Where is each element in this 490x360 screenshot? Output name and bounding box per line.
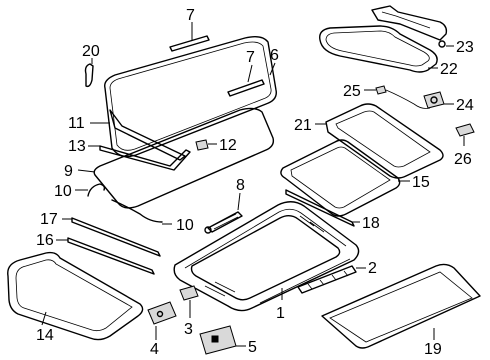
callout-26: 26 (454, 151, 472, 168)
callout-12: 12 (219, 137, 237, 154)
part-26-module (455, 123, 475, 146)
callout-7-top: 7 (186, 7, 195, 24)
part-1-sunroof-frame (173, 201, 360, 312)
callout-16: 16 (36, 232, 54, 249)
part-10-drain-hose-long (111, 199, 172, 225)
part-22-roof-seal (319, 25, 438, 73)
part-13-guide-strip (88, 145, 191, 171)
part-14-glass-panel (7, 251, 144, 341)
part-19-sunshade (321, 263, 481, 349)
part-16-rail (56, 237, 155, 275)
part-7-side-seal-strip (227, 64, 265, 97)
callout-10-short: 10 (54, 183, 72, 200)
part-23-headliner-bracket (371, 5, 454, 48)
part-8-motor (204, 192, 243, 234)
callout-19: 19 (424, 341, 442, 358)
callout-6: 6 (270, 47, 279, 64)
callout-10-long: 10 (176, 217, 194, 234)
callout-17: 17 (40, 211, 58, 228)
callout-labels: 7 20 7 6 11 13 12 9 10 8 10 17 16 18 15 … (36, 7, 474, 358)
callout-15: 15 (412, 174, 430, 191)
callout-3: 3 (184, 321, 193, 338)
part-25-bracket (364, 85, 431, 109)
callout-20: 20 (82, 43, 100, 60)
part-24-motor (423, 91, 454, 109)
callout-24: 24 (456, 97, 474, 114)
callout-25: 25 (343, 83, 361, 100)
callout-21: 21 (294, 117, 312, 134)
part-12-bracket (195, 139, 217, 151)
part-2-deflector-bar (297, 265, 366, 294)
part-18-strip (285, 189, 360, 227)
callout-18: 18 (362, 215, 380, 232)
part-5-control-unit (199, 325, 246, 355)
part-4-mechanism (147, 301, 177, 340)
callout-14: 14 (36, 327, 54, 344)
callout-8: 8 (236, 177, 245, 194)
part-11-guide-strip (90, 109, 186, 161)
callout-7-side: 7 (246, 49, 255, 66)
callout-13: 13 (68, 138, 86, 155)
part-3-link (179, 285, 199, 318)
part-17-rail (62, 217, 161, 257)
callout-2: 2 (368, 260, 377, 277)
part-7-top-seal-strip (169, 22, 210, 52)
part-15-glass (280, 139, 410, 217)
callout-9: 9 (64, 163, 73, 180)
callout-1: 1 (276, 305, 285, 322)
callout-11: 11 (68, 115, 85, 132)
callout-4: 4 (150, 341, 159, 358)
callout-5: 5 (248, 339, 257, 356)
part-10-drain-hose-short (75, 183, 106, 197)
callout-22: 22 (440, 61, 458, 78)
part-20-clip (84, 58, 94, 88)
callout-23: 23 (456, 39, 474, 56)
part-21-cassette-frame (315, 103, 444, 179)
